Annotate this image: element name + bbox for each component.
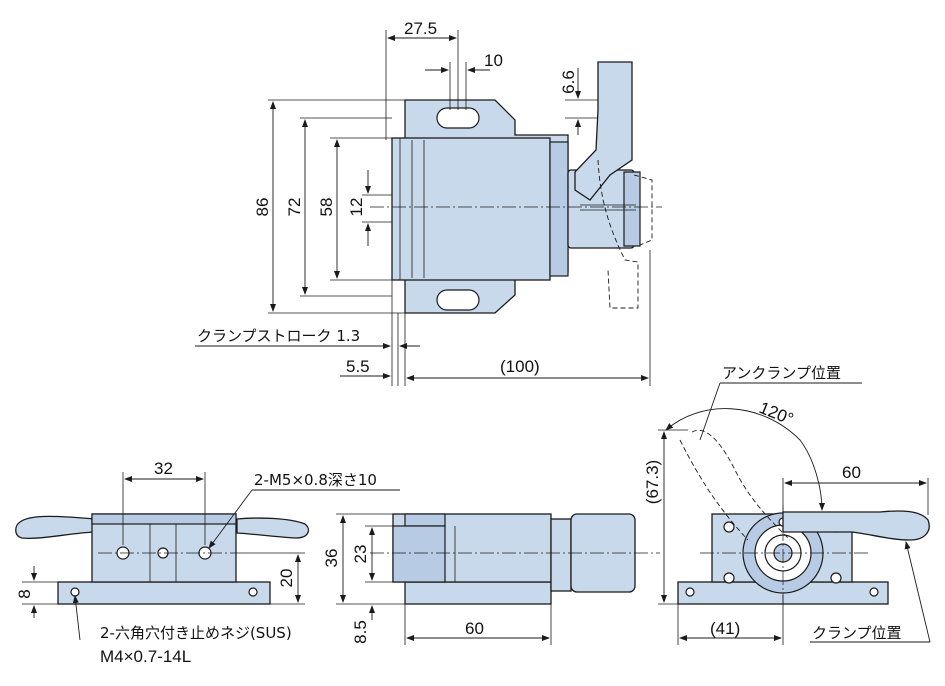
dim-67-3: (67.3) bbox=[643, 460, 662, 504]
front-base bbox=[57, 581, 271, 605]
dim-8-5: 8.5 bbox=[351, 620, 370, 644]
tapped-hole-note: 2-M5×0.8深さ10 bbox=[254, 471, 377, 489]
dim-23: 23 bbox=[351, 545, 370, 564]
screw-note-line2: M4×0.7-14L bbox=[100, 647, 191, 666]
dim-12: 12 bbox=[347, 198, 366, 217]
top-view: 86 72 58 12 27.5 10 6.6 クランプストローク 1.3 5.… bbox=[195, 19, 662, 386]
side-dim-60: 60 bbox=[465, 619, 484, 638]
end-view: 120° アンクランプ位置 (67.3) 60 (41) クランプ位置 bbox=[643, 364, 931, 645]
top-slot bbox=[436, 107, 480, 129]
front-handle bbox=[15, 515, 96, 540]
screw-note-line1: 2-六角穴付き止めネジ(SUS) bbox=[100, 624, 292, 642]
dim-32: 32 bbox=[154, 459, 173, 478]
dim-27-5: 27.5 bbox=[404, 19, 437, 38]
clamp-position-label: クランプ位置 bbox=[812, 624, 902, 642]
side-base bbox=[404, 581, 552, 605]
dim-41: (41) bbox=[710, 619, 740, 638]
dim-36: 36 bbox=[322, 549, 341, 568]
bottom-slot bbox=[436, 289, 480, 311]
clamp-body bbox=[391, 137, 551, 281]
end-dim-60: 60 bbox=[842, 463, 861, 482]
dim-10: 10 bbox=[484, 51, 503, 70]
clamp-stroke-label: クランプストローク 1.3 bbox=[197, 327, 360, 345]
front-view: 32 2-M5×0.8深さ10 8 20 2-六角穴付き止めネジ(SUS) M4… bbox=[15, 459, 400, 666]
dim-58: 58 bbox=[317, 198, 336, 217]
unclamp-position-label: アンクランプ位置 bbox=[722, 364, 841, 382]
body-side bbox=[549, 141, 569, 277]
dim-6-6: 6.6 bbox=[559, 70, 578, 94]
dim-5-5: 5.5 bbox=[346, 357, 370, 376]
dim-72: 72 bbox=[285, 198, 304, 217]
side-view: 36 23 8.5 60 bbox=[322, 513, 660, 645]
angle-120: 120° bbox=[757, 398, 797, 429]
dim-100: (100) bbox=[500, 357, 540, 376]
end-lever-clamped bbox=[782, 510, 930, 541]
dim-20: 20 bbox=[277, 569, 296, 588]
clamp-lever bbox=[574, 61, 633, 201]
dim-8: 8 bbox=[15, 589, 34, 598]
dim-86: 86 bbox=[253, 198, 272, 217]
